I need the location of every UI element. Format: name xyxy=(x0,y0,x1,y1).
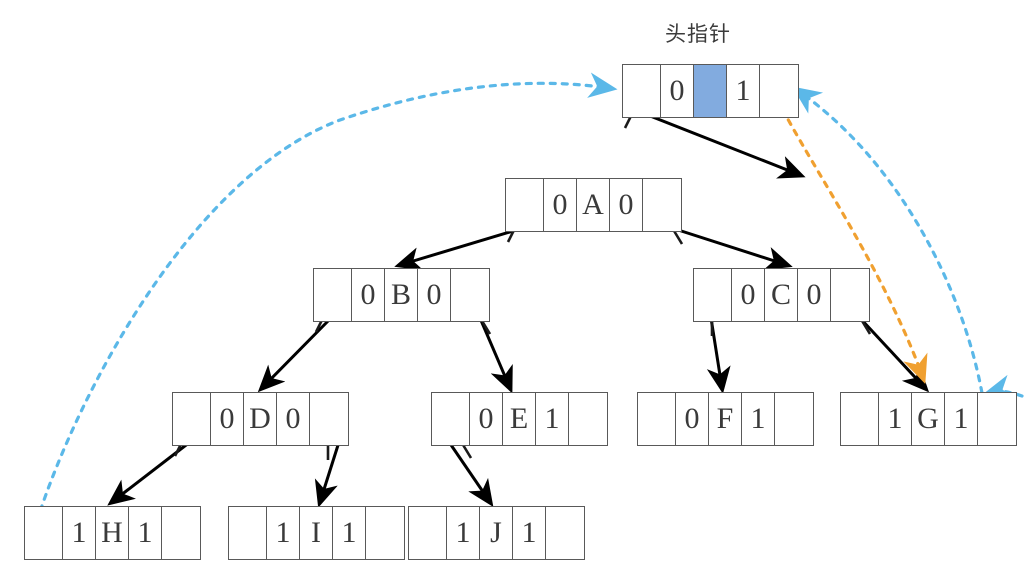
thread-root-to-g-orange xyxy=(770,86,928,385)
node-d-cell-1: 0 xyxy=(211,393,244,445)
arrow-c-to-f xyxy=(706,317,731,394)
node-b-cell-0 xyxy=(314,269,352,321)
node-e-cell-0 xyxy=(432,393,470,445)
arrow-a-to-c xyxy=(671,226,793,270)
arrow-d-to-i xyxy=(314,441,341,508)
node-d-cell-4 xyxy=(310,393,348,445)
node-root-cell-0 xyxy=(623,65,661,117)
node-h-cell-0 xyxy=(25,507,63,559)
node-i-cell-0 xyxy=(229,507,267,559)
node-b-cell-2: B xyxy=(385,269,418,321)
node-h-cell-4 xyxy=(162,507,200,559)
node-g-cell-3: 1 xyxy=(945,393,978,445)
node-h-cell-3: 1 xyxy=(129,507,162,559)
node-f-cell-1: 0 xyxy=(676,393,709,445)
node-j-cell-1: 1 xyxy=(447,507,480,559)
node-f-cell-0 xyxy=(638,393,676,445)
node-a-cell-3: 0 xyxy=(610,179,643,231)
node-h-cell-2: H xyxy=(96,507,129,559)
node-i-cell-1: 1 xyxy=(267,507,300,559)
node-j-cell-0 xyxy=(409,507,447,559)
arrow-root-to-a xyxy=(639,110,806,179)
node-f-cell-3: 1 xyxy=(742,393,775,445)
arrow-c-to-g xyxy=(858,316,930,393)
arrow-e-to-j xyxy=(447,441,494,507)
node-root-cell-2 xyxy=(694,65,727,117)
arrow-b-to-d xyxy=(257,316,333,393)
page-title: 头指针 xyxy=(665,23,731,46)
node-root-cell-1: 0 xyxy=(661,65,694,117)
node-i-cell-2: I xyxy=(300,507,333,559)
node-e-cell-1: 0 xyxy=(470,393,503,445)
node-f-cell-4 xyxy=(775,393,813,445)
node-g-cell-4 xyxy=(978,393,1016,445)
node-b-cell-4 xyxy=(451,269,489,321)
node-j-cell-3: 1 xyxy=(513,507,546,559)
node-j-cell-4 xyxy=(546,507,584,559)
arrow-d-to-h xyxy=(107,440,191,506)
node-i-cell-4 xyxy=(366,507,404,559)
arrow-a-to-b xyxy=(394,226,524,271)
node-g-cell-1: 1 xyxy=(879,393,912,445)
node-root-cell-4 xyxy=(760,65,798,117)
node-c-cell-2: C xyxy=(765,269,798,321)
node-g-cell-0 xyxy=(841,393,879,445)
node-c-cell-1: 0 xyxy=(732,269,765,321)
node-d-cell-0 xyxy=(173,393,211,445)
arrow-b-to-e xyxy=(478,317,513,394)
node-e-cell-4 xyxy=(569,393,607,445)
node-h-cell-1: 1 xyxy=(63,507,96,559)
node-b-cell-1: 0 xyxy=(352,269,385,321)
node-d-cell-3: 0 xyxy=(277,393,310,445)
node-c-cell-3: 0 xyxy=(798,269,831,321)
dashed-thread-arrows xyxy=(28,72,1024,547)
node-f-cell-2: F xyxy=(709,393,742,445)
node-a-cell-2: A xyxy=(577,179,610,231)
node-b-cell-3: 0 xyxy=(418,269,451,321)
thread-g-right-to-root-blue xyxy=(792,86,990,442)
node-j-cell-2: J xyxy=(480,507,513,559)
node-i-cell-3: 1 xyxy=(333,507,366,559)
node-root-cell-3: 1 xyxy=(727,65,760,117)
node-a-cell-1: 0 xyxy=(544,179,577,231)
node-a-cell-4 xyxy=(643,179,681,231)
node-e-cell-2: E xyxy=(503,393,536,445)
node-d-cell-2: D xyxy=(244,393,277,445)
node-g-cell-2: G xyxy=(912,393,945,445)
node-c-cell-0 xyxy=(694,269,732,321)
node-a-cell-0 xyxy=(506,179,544,231)
node-e-cell-3: 1 xyxy=(536,393,569,445)
node-c-cell-4 xyxy=(831,269,869,321)
